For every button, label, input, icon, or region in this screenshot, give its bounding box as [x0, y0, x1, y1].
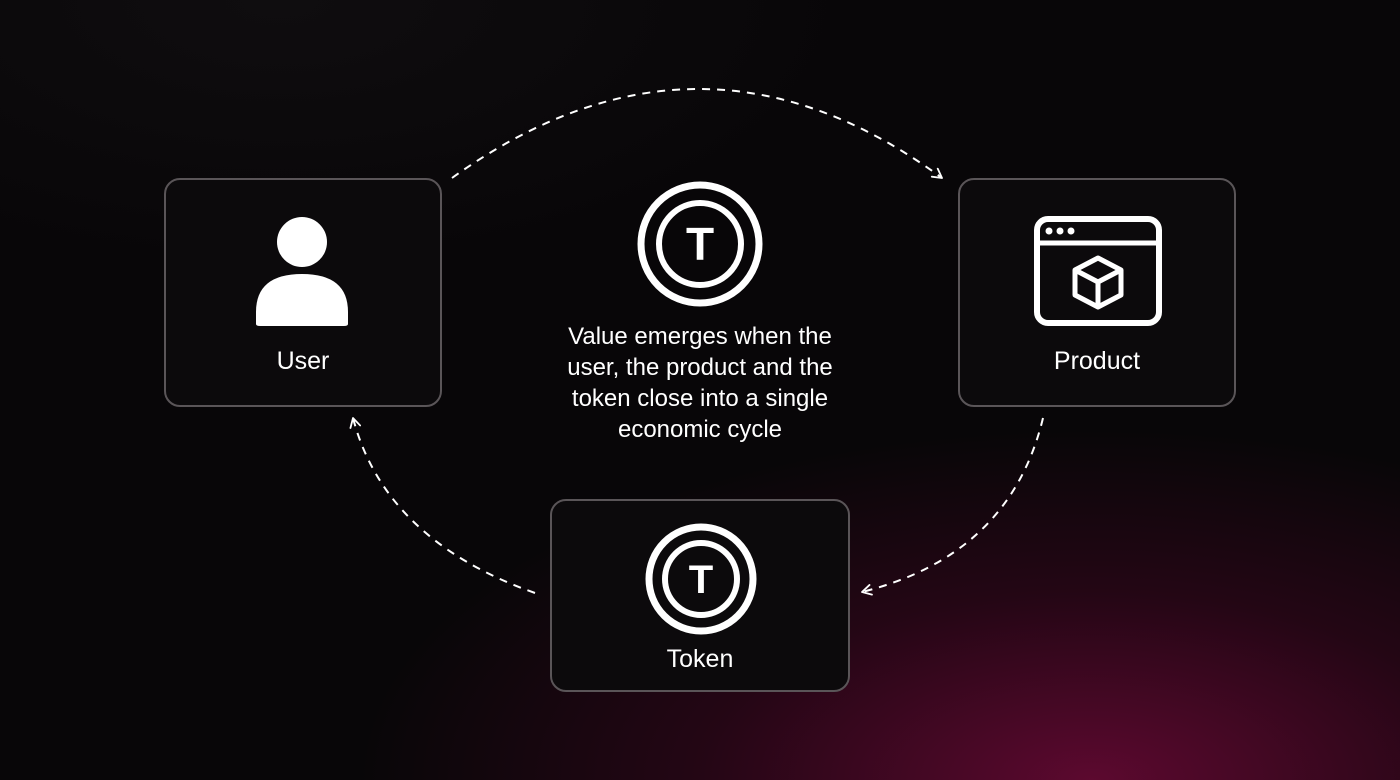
user-icon [256, 217, 348, 326]
arrow-token-to-user [349, 417, 536, 594]
token-glyph: T [689, 558, 713, 602]
center-token-glyph: T [686, 218, 714, 270]
user-node: User [164, 178, 442, 407]
arrow-user-to-product [451, 88, 943, 179]
center-token-icon: T [637, 181, 763, 307]
browser-box-icon [1034, 216, 1162, 326]
product-label: Product [1053, 347, 1141, 375]
user-label: User [276, 347, 330, 375]
token-label: Token [666, 645, 734, 673]
product-node: Product [958, 178, 1236, 407]
token-coin-icon: T [645, 523, 757, 635]
center-caption: Value emerges when the user, the product… [567, 323, 833, 443]
arrow-product-to-token [861, 417, 1044, 596]
token-node: T Token [550, 499, 850, 692]
